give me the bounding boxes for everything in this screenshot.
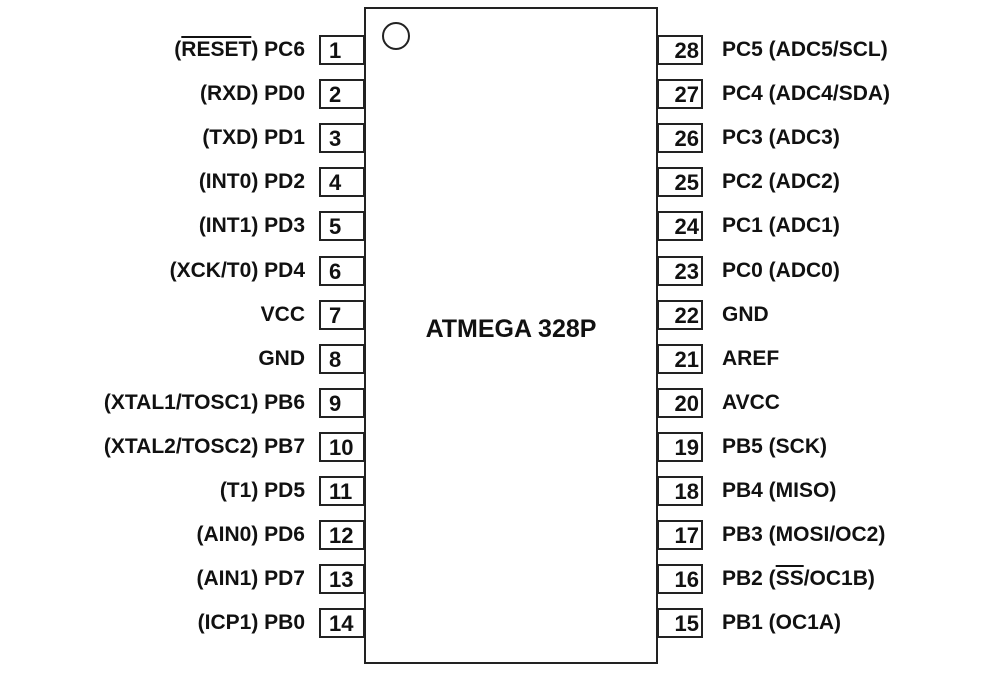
pin-label: (T1) PD5 [220, 476, 305, 506]
pin-number-box: 6 [319, 255, 365, 286]
pin-number-box: 16 [657, 564, 703, 595]
pin-number-box: 12 [319, 520, 365, 551]
pin-number-box: 14 [319, 608, 365, 639]
pin-label-segment: GND [258, 346, 305, 370]
pin-label: (XCK/T0) PD4 [170, 256, 305, 286]
pin-label-segment: PB2 ( [722, 567, 776, 591]
pin-label: (AIN0) PD6 [196, 520, 305, 550]
pin-label: PC1 (ADC1) [722, 211, 840, 241]
pin-label-segment: (AIN0) PD6 [196, 523, 305, 547]
pin-number-box: 8 [319, 343, 365, 374]
pin-label: (INT1) PD3 [199, 211, 305, 241]
pin-number-box: 11 [319, 476, 365, 506]
pin-label-overlined-segment: SS [775, 567, 804, 591]
pin-label: PC5 (ADC5/SCL) [722, 35, 888, 65]
pin-number-box: 19 [657, 431, 703, 462]
pin-label-segment: PC2 (ADC2) [722, 170, 840, 194]
pin-label-overlined-segment: RESET [181, 38, 252, 61]
pin-number-box: 7 [319, 299, 365, 330]
chip-title: ATMEGA 328P [425, 315, 597, 343]
pin-number-box: 2 [319, 79, 365, 110]
pin-number-box: 24 [657, 211, 703, 242]
pin-label-segment: (RXD) PD0 [199, 82, 305, 106]
pin-label: PC2 (ADC2) [722, 167, 840, 197]
pin-label: (ICP1) PB0 [198, 608, 305, 638]
pin-number-box: 1 [319, 35, 365, 65]
pin-label: PC3 (ADC3) [722, 123, 840, 153]
pin-label: VCC [261, 300, 305, 330]
pin-label-segment: PC1 (ADC1) [722, 214, 840, 238]
pin-label-segment: (ICP1) PB0 [197, 611, 305, 635]
pin-number-box: 13 [319, 564, 365, 595]
pin-number-box: 15 [657, 608, 703, 639]
pin-label-segment: PB1 (OC1A) [722, 611, 842, 635]
pin-number-box: 21 [657, 343, 703, 374]
pin-label-segment: ) PC6 [251, 38, 305, 61]
pin-label: GND [258, 344, 305, 374]
pin-label: PB5 (SCK) [722, 432, 827, 462]
pin-label-segment: PC5 (ADC5/SCL) [722, 38, 888, 61]
pin-number-box: 10 [319, 431, 365, 462]
pin-number-box: 9 [319, 387, 365, 418]
pin1-notch-icon [382, 22, 410, 50]
pin-number-box: 23 [657, 255, 703, 286]
pin-label-segment: (AIN1) PD7 [196, 567, 305, 591]
pin-label-segment: PB5 (SCK) [722, 434, 828, 458]
pin-number-box: 5 [319, 211, 365, 242]
pin-label-segment: AREF [722, 346, 780, 370]
pin-number-box: 25 [657, 167, 703, 198]
pin-label: (XTAL1/TOSC1) PB6 [104, 388, 305, 418]
pin-label: PB3 (MOSI/OC2) [722, 520, 885, 550]
pin-label: (XTAL2/TOSC2) PB7 [104, 432, 305, 462]
pin-label: PC4 (ADC4/SDA) [722, 79, 890, 109]
pin-label: PB4 (MISO) [722, 476, 836, 506]
pin-label: (RESET) PC6 [174, 35, 305, 65]
pin-number-box: 27 [657, 79, 703, 110]
pin-label-segment: /OC1B) [803, 567, 875, 591]
pin-label-segment: (T1) PD5 [219, 479, 305, 502]
pin-label: PB1 (OC1A) [722, 608, 841, 638]
pin-label-segment: (XCK/T0) PD4 [169, 258, 305, 282]
pin-number-box: 20 [657, 387, 703, 418]
pin-label-segment: (XTAL2/TOSC2) PB7 [103, 434, 305, 458]
pin-label: AREF [722, 344, 779, 374]
pin-label-segment: PB3 (MOSI/OC2) [722, 523, 886, 547]
pin-label: (AIN1) PD7 [196, 564, 305, 594]
pin-label: (INT0) PD2 [199, 167, 305, 197]
pin-number-box: 3 [319, 123, 365, 154]
pin-label: (RXD) PD0 [200, 79, 305, 109]
pin-label-segment: (XTAL1/TOSC1) PB6 [103, 390, 305, 414]
pin-label: PB2 (SS/OC1B) [722, 564, 875, 594]
pin-label: AVCC [722, 388, 780, 418]
pin-number-box: 18 [657, 476, 703, 506]
pin-label: PC0 (ADC0) [722, 256, 840, 286]
pin-label-segment: AVCC [722, 390, 780, 414]
pin-label-segment: PC4 (ADC4/SDA) [722, 82, 891, 106]
pin-label-segment: PC0 (ADC0) [722, 258, 840, 282]
pin-label: GND [722, 300, 769, 330]
pin-label-segment: (TXD) PD1 [202, 126, 305, 150]
pin-label-segment: PB4 (MISO) [722, 479, 837, 502]
pin-label: (TXD) PD1 [202, 123, 305, 153]
pin-label-segment: VCC [260, 302, 305, 326]
pin-number-box: 28 [657, 35, 703, 65]
pin-number-box: 17 [657, 520, 703, 551]
pin-number-box: 22 [657, 299, 703, 330]
pin-label-segment: (INT0) PD2 [198, 170, 305, 194]
pin-number-box: 26 [657, 123, 703, 154]
pin-number-box: 4 [319, 167, 365, 198]
chip-body: ATMEGA 328P [364, 7, 658, 664]
pin-label-segment: ( [174, 38, 182, 61]
pin-label-segment: (INT1) PD3 [198, 214, 305, 238]
pin-label-segment: PC3 (ADC3) [722, 126, 840, 150]
pin-label-segment: GND [722, 302, 769, 326]
